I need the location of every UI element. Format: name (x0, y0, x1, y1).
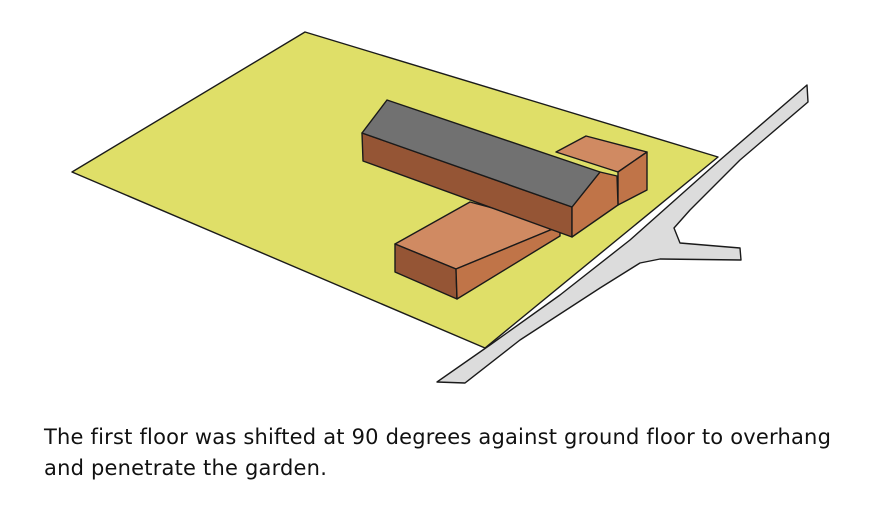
ground-floor-front-side (455, 225, 561, 300)
road (436, 84, 809, 384)
first-floor-roof (361, 99, 601, 208)
garden-plot (71, 31, 719, 349)
diagram-caption: The first floor was shifted at 90 degree… (44, 425, 832, 480)
